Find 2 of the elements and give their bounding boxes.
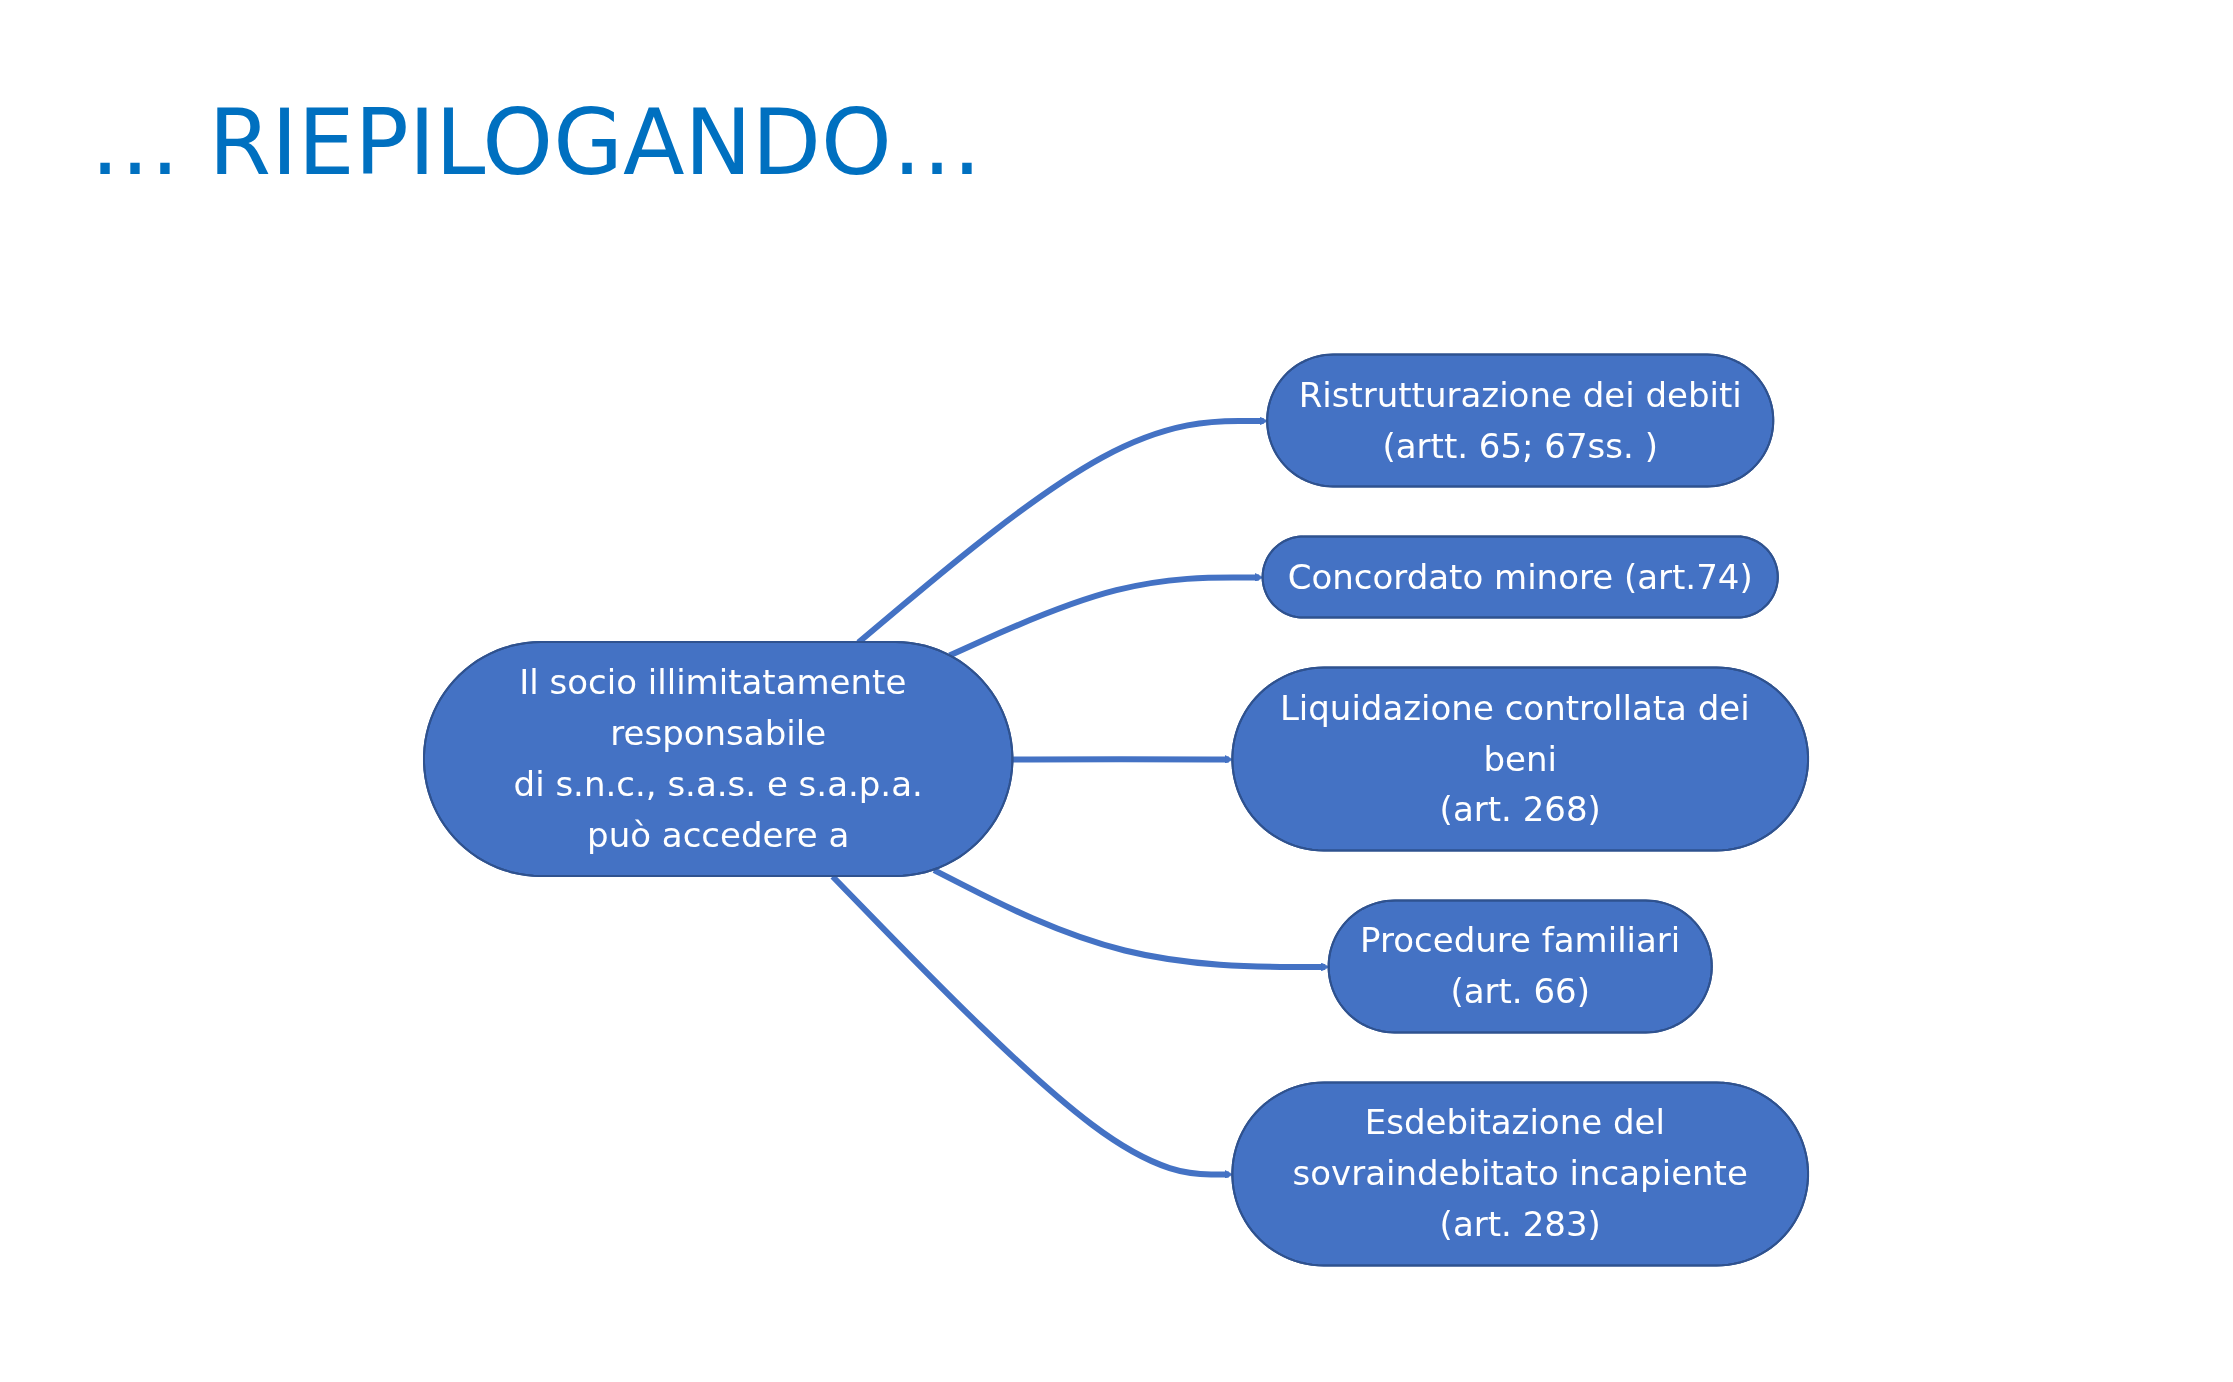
title: … RIEPILOGANDO…	[90, 90, 982, 195]
arrow	[948, 573, 1264, 659]
